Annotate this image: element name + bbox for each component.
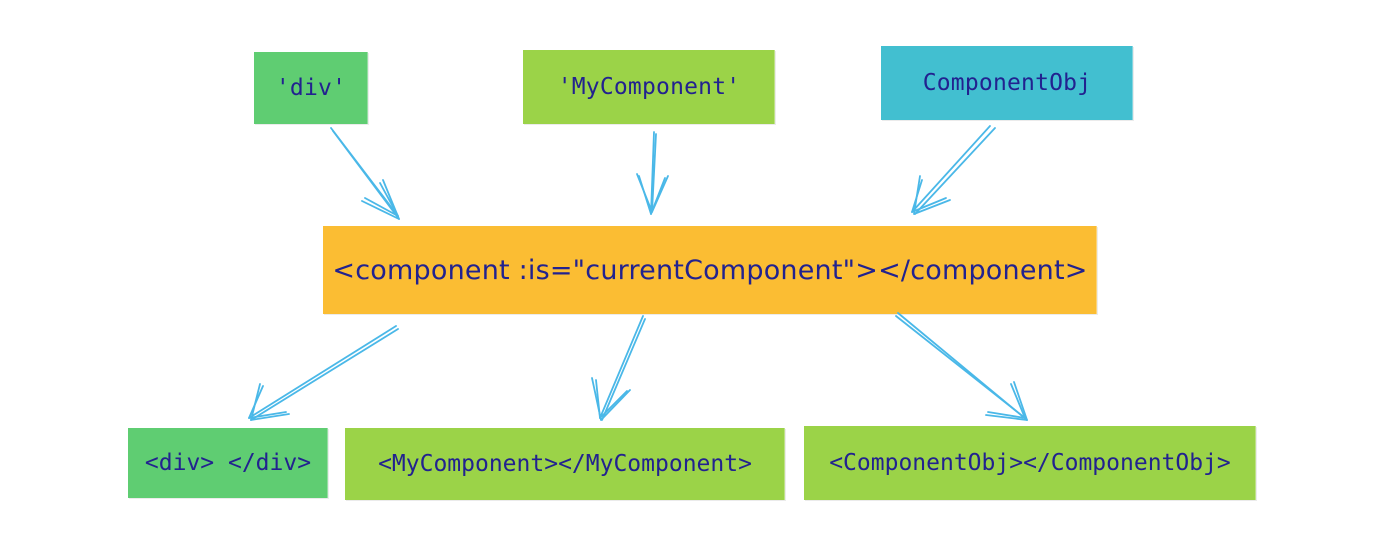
- arrow-mycomponent-to-component: [636, 131, 669, 215]
- output-box-div: <div> </div>: [128, 428, 328, 498]
- input-label-div: 'div': [275, 75, 347, 101]
- arrow-component-to-componentobj: [895, 312, 1028, 421]
- input-label-componentobj: ComponentObj: [922, 70, 1092, 96]
- arrow-component-to-mycomponent: [591, 315, 646, 421]
- input-box-mycomponent: 'MyComponent': [523, 50, 775, 124]
- input-box-componentobj: ComponentObj: [881, 46, 1133, 120]
- arrow-componentobj-to-component: [911, 125, 996, 215]
- output-label-div: <div> </div>: [144, 450, 312, 476]
- arrow-div-to-component: [330, 127, 400, 220]
- center-component-label: <component :is="currentComponent"></comp…: [332, 254, 1088, 286]
- input-label-mycomponent: 'MyComponent': [557, 74, 741, 100]
- output-label-componentobj: <ComponentObj></ComponentObj>: [829, 450, 1231, 476]
- output-label-mycomponent: <MyComponent></MyComponent>: [378, 451, 752, 477]
- output-box-componentobj: <ComponentObj></ComponentObj>: [804, 426, 1256, 500]
- input-box-div: 'div': [254, 52, 368, 124]
- output-box-mycomponent: <MyComponent></MyComponent>: [345, 428, 785, 500]
- arrow-component-to-div: [248, 325, 399, 421]
- center-component-box: <component :is="currentComponent"></comp…: [323, 226, 1097, 314]
